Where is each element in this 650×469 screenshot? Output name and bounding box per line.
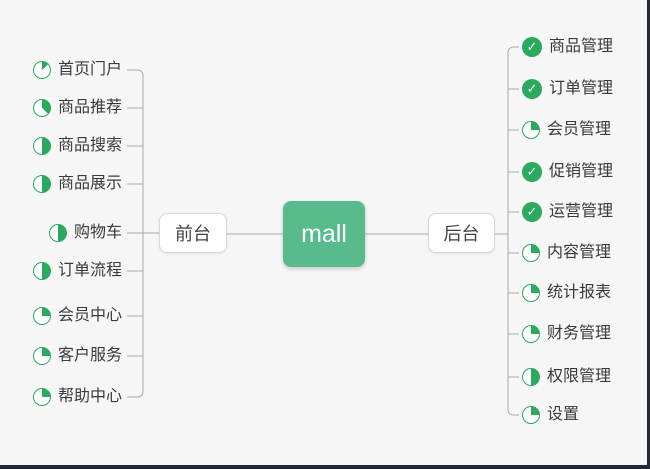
topic-item-product-recommend[interactable]: 商品推荐 [32,97,122,119]
task-progress-icon [32,347,51,365]
topic-item-promotion-mgmt[interactable]: ✓ 促销管理 [522,161,613,183]
task-progress-icon [522,284,540,302]
topic-label: 设置 [547,406,580,423]
task-done-icon: ✓ [522,202,542,222]
task-progress-icon [48,224,67,242]
topic-item-help-center[interactable]: 帮助中心 [32,386,122,408]
branch-topic-frontend[interactable]: 前台 [159,213,227,253]
topic-item-settings[interactable]: 设置 [522,404,579,426]
task-progress-icon [522,368,540,386]
topic-item-customer-service[interactable]: 客户服务 [32,345,122,367]
task-progress-icon [32,99,51,117]
topic-label: 客户服务 [57,347,122,364]
topic-label: 订单管理 [549,80,614,97]
central-topic-label: mall [301,219,347,248]
branch-topic-backend[interactable]: 后台 [428,213,495,253]
topic-item-statistics-report[interactable]: 统计报表 [522,282,611,304]
topic-item-operation-mgmt[interactable]: ✓ 运营管理 [522,201,613,223]
task-progress-icon [32,61,51,79]
topic-item-home-portal[interactable]: 首页门户 [32,59,122,81]
task-progress-icon [522,121,540,139]
task-progress-icon [32,388,51,406]
task-progress-icon [522,406,540,424]
topic-item-member-mgmt[interactable]: 会员管理 [522,119,611,141]
task-progress-icon [522,244,540,262]
topic-item-product-display[interactable]: 商品展示 [32,173,122,195]
topic-label: 订单流程 [57,262,122,279]
topic-label: 会员中心 [57,307,122,324]
central-topic-mall[interactable]: mall [283,201,365,267]
task-progress-icon [32,262,51,280]
topic-label: 权限管理 [547,368,612,385]
topic-label: 财务管理 [547,325,612,342]
topic-label: 统计报表 [547,284,612,301]
branch-topic-label: 前台 [175,224,211,244]
topic-label: 商品展示 [57,175,122,192]
topic-label: 商品搜索 [57,137,122,154]
task-done-icon: ✓ [522,79,542,99]
task-done-icon: ✓ [522,37,542,57]
topic-label: 促销管理 [549,163,614,180]
topic-label: 购物车 [73,224,122,241]
branch-topic-label: 后台 [443,224,480,244]
task-progress-icon [32,307,51,325]
topic-item-permission-mgmt[interactable]: 权限管理 [522,366,611,388]
topic-label: 商品管理 [549,38,614,55]
topic-item-finance-mgmt[interactable]: 财务管理 [522,323,611,345]
topic-item-content-mgmt[interactable]: 内容管理 [522,242,611,264]
topic-label: 运营管理 [549,203,614,220]
topic-item-product-search[interactable]: 商品搜索 [32,135,122,157]
topic-label: 会员管理 [547,121,612,138]
task-done-icon: ✓ [522,162,542,182]
topic-label: 帮助中心 [57,388,122,405]
topic-label: 商品推荐 [57,99,122,116]
topic-label: 内容管理 [547,244,612,261]
topic-label: 首页门户 [57,61,122,78]
topic-item-member-center[interactable]: 会员中心 [32,305,122,327]
topic-item-product-mgmt[interactable]: ✓ 商品管理 [522,36,613,58]
task-progress-icon [32,175,51,193]
topic-item-order-mgmt[interactable]: ✓ 订单管理 [522,78,613,100]
task-progress-icon [522,325,540,343]
topic-item-order-flow[interactable]: 订单流程 [32,260,122,282]
task-progress-icon [32,137,51,155]
topic-item-shopping-cart[interactable]: 购物车 [48,222,122,244]
